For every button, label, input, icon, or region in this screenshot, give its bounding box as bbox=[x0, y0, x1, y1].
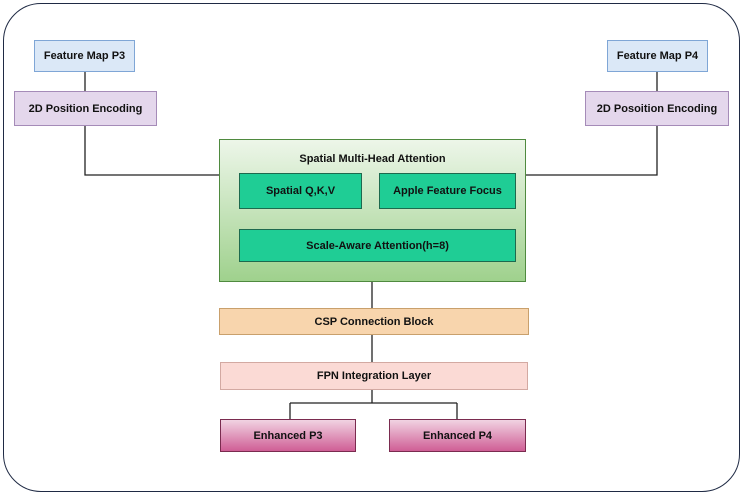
enhanced-p4-label: Enhanced P4 bbox=[422, 429, 493, 442]
position-encoding-left-node: 2D Position Encoding bbox=[14, 91, 157, 126]
feature-map-p4-label: Feature Map P4 bbox=[616, 50, 699, 62]
fpn-integration-layer-node: FPN Integration Layer bbox=[220, 362, 528, 390]
scale-aware-attention-node: Scale-Aware Attention(h=8) bbox=[239, 229, 516, 262]
enhanced-p4-node: Enhanced P4 bbox=[389, 419, 526, 452]
spatial-qkv-label: Spatial Q,K,V bbox=[265, 185, 336, 197]
position-encoding-left-label: 2D Position Encoding bbox=[28, 102, 143, 115]
feature-map-p4-node: Feature Map P4 bbox=[607, 40, 708, 72]
enhanced-p3-node: Enhanced P3 bbox=[220, 419, 356, 452]
feature-map-p3-label: Feature Map P3 bbox=[43, 50, 126, 62]
connector-right-pe-attn bbox=[516, 126, 658, 176]
csp-connection-block-node: CSP Connection Block bbox=[219, 308, 529, 335]
diagram-frame bbox=[3, 3, 740, 492]
position-encoding-right-node: 2D Posoition Encoding bbox=[585, 91, 729, 126]
feature-map-p3-node: Feature Map P3 bbox=[34, 40, 135, 72]
fpn-integration-layer-label: FPN Integration Layer bbox=[316, 370, 432, 382]
apple-feature-focus-label: Apple Feature Focus bbox=[393, 185, 502, 197]
connector-left-pe-attn bbox=[84, 126, 239, 176]
spatial-qkv-node: Spatial Q,K,V bbox=[239, 173, 362, 209]
csp-connection-block-label: CSP Connection Block bbox=[314, 315, 434, 328]
apple-feature-focus-node: Apple Feature Focus bbox=[379, 173, 516, 209]
position-encoding-right-label: 2D Posoition Encoding bbox=[596, 102, 718, 115]
scale-aware-attention-label: Scale-Aware Attention(h=8) bbox=[306, 239, 449, 252]
spatial-attention-title: Spatial Multi-Head Attention bbox=[299, 153, 446, 165]
enhanced-p3-label: Enhanced P3 bbox=[253, 429, 323, 442]
